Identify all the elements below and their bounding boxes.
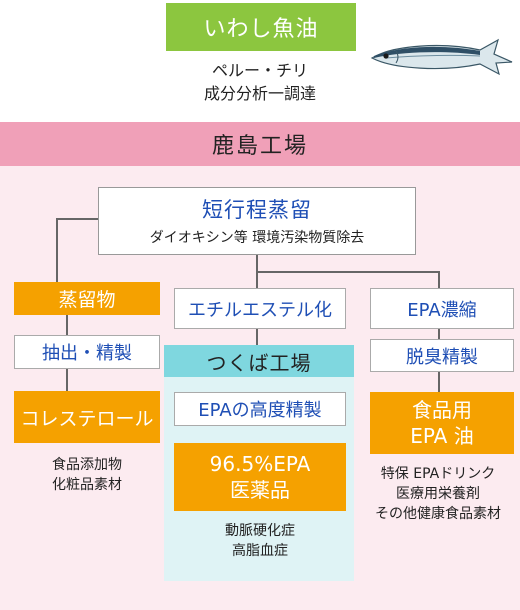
center-product-line: 医薬品 xyxy=(230,478,290,502)
center-use-item: 高脂血症 xyxy=(232,543,288,559)
connector-left-2 xyxy=(66,369,68,391)
connector-right-down xyxy=(438,271,440,288)
center-product-line: 96.5%EPA xyxy=(209,452,311,476)
right-uses: 特保 EPAドリンク 医療用栄養剤 その他健康食品素材 xyxy=(356,464,520,524)
left-use-item: 化粧品素材 xyxy=(52,477,122,493)
connector-right-1 xyxy=(438,329,440,339)
left-uses: 食品添加物 化粧品素材 xyxy=(14,455,160,495)
right-product-food-epa-oil: 食品用 EPA 油 xyxy=(370,392,514,454)
source-title: いわし魚油 xyxy=(166,3,356,51)
sardine-fish-icon xyxy=(370,38,513,76)
right-product-line: EPA 油 xyxy=(410,424,474,448)
left-step-distillate: 蒸留物 xyxy=(14,282,160,315)
connector-left-1 xyxy=(66,315,68,335)
main-process-title: 短行程蒸留 xyxy=(202,198,312,222)
right-use-item: 特保 EPAドリンク xyxy=(380,466,496,482)
main-process-description: ダイオキシン等 環境汚染物質除去 xyxy=(149,230,365,246)
center-step-ethyl-ester: エチルエステル化 xyxy=(174,288,346,329)
tsukuba-factory-header: つくば工場 xyxy=(164,345,354,377)
left-use-item: 食品添加物 xyxy=(52,457,122,473)
center-use-item: 動脈硬化症 xyxy=(225,523,295,539)
right-step-epa-concentration: EPA濃縮 xyxy=(370,288,514,329)
left-product-cholesterol: コレステロール xyxy=(14,391,160,443)
connector-right-horizontal xyxy=(256,271,440,273)
left-step-extraction: 抽出・精製 xyxy=(14,335,160,369)
center-uses: 動脈硬化症 高脂血症 xyxy=(174,521,346,561)
origin-text: ペルー・チリ xyxy=(211,61,308,80)
right-use-item: その他健康食品素材 xyxy=(375,506,501,522)
connector-center-1 xyxy=(256,329,258,345)
connector-right-2 xyxy=(438,372,440,392)
kashima-factory-header: 鹿島工場 xyxy=(0,122,520,166)
connector-left-down xyxy=(56,218,58,282)
connector-center-down xyxy=(256,271,258,288)
connector-main-down xyxy=(256,255,258,273)
right-product-line: 食品用 xyxy=(412,398,472,422)
center-product-epa-pharma: 96.5%EPA 医薬品 xyxy=(174,443,346,511)
main-process-box xyxy=(98,187,416,255)
right-step-deodorization: 脱臭精製 xyxy=(370,339,514,372)
right-use-item: 医療用栄養剤 xyxy=(396,486,480,502)
connector-main-left xyxy=(56,218,98,220)
procurement-text: 成分分析一調達 xyxy=(203,84,316,103)
center-step-epa-refining: EPAの高度精製 xyxy=(174,392,346,426)
